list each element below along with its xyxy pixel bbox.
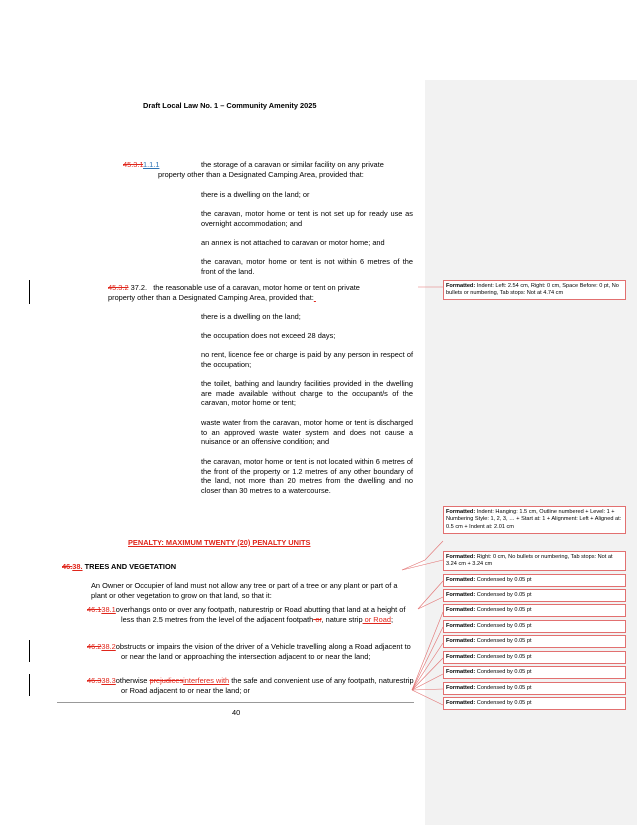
comment-text: Condensed by 0.05 pt (475, 591, 532, 598)
item-text: ; (390, 614, 393, 624)
format-comment-balloon[interactable]: Formatted: Condensed by 0.05 pt (443, 666, 626, 679)
section-46-heading: 46.38. TREES AND VEGETATION (62, 562, 176, 572)
comment-label: Formatted: (446, 576, 476, 583)
comment-label: Formatted: (446, 622, 476, 629)
item-text: the safe and convenient use of any footp… (121, 676, 414, 695)
format-comment-balloon[interactable]: Formatted: Right: 0 cm, No bullets or nu… (443, 551, 626, 572)
deleted-text: or (313, 614, 322, 624)
clause-45-3-2-line1: 45.3.2 37.2. the reasonable use of a car… (108, 283, 418, 293)
format-comment-balloon[interactable]: Formatted: Condensed by 0.05 pt (443, 635, 626, 648)
format-comment-balloon[interactable]: Formatted: Indent: Left: 2.54 cm, Right:… (443, 280, 626, 301)
section-title: TREES AND VEGETATION (82, 562, 177, 571)
change-bar (29, 280, 30, 304)
deleted-number: 46.2 (87, 642, 102, 651)
clause-45-3-1-line2: property other than a Designated Camping… (158, 170, 364, 179)
deleted-number: 46.3 (87, 676, 102, 685)
comment-text: Condensed by 0.05 pt (475, 606, 532, 613)
inserted-number: 38.1 (101, 605, 116, 614)
comment-text: Indent: Hanging: 1.5 cm, Outline numbere… (446, 508, 622, 530)
page-number: 40 (232, 708, 241, 717)
format-comment-balloon[interactable]: Formatted: Condensed by 0.05 pt (443, 574, 626, 587)
inserted-space (314, 293, 316, 302)
inserted-number: 38.3 (101, 676, 116, 685)
format-comment-balloon[interactable]: Formatted: Condensed by 0.05 pt (443, 651, 626, 664)
section-46-item-3: 46.338.3otherwise prejudicesinterferes w… (87, 676, 417, 695)
format-comment-balloon[interactable]: Formatted: Indent: Hanging: 1.5 cm, Outl… (443, 506, 626, 534)
comment-label: Formatted: (446, 606, 476, 613)
change-bar (29, 640, 30, 662)
section-46-intro: An Owner or Occupier of land must not al… (91, 581, 398, 600)
inserted-text: interferes with (183, 676, 230, 685)
condition-item: an annex is not attached to caravan or m… (201, 238, 385, 247)
condition-item: there is a dwelling on the land; (201, 312, 301, 321)
deleted-number: 45.3.1 (123, 160, 143, 169)
document-page (0, 0, 425, 825)
clause-45-3-2-line2: property other than a Designated Camping… (108, 293, 316, 303)
section-46-item-1: 46.138.1overhangs onto or over any footp… (87, 605, 417, 624)
inserted-text: or Road (362, 614, 391, 624)
comment-text: Condensed by 0.05 pt (475, 668, 532, 675)
item-text: , nature strip (321, 614, 363, 624)
comment-label: Formatted: (446, 282, 476, 289)
comment-text: Indent: Left: 2.54 cm, Right: 0 cm, Spac… (446, 282, 619, 297)
format-comment-balloon[interactable]: Formatted: Condensed by 0.05 pt (443, 589, 626, 602)
comment-label: Formatted: (446, 553, 476, 560)
comment-label: Formatted: (446, 653, 476, 660)
comment-label: Formatted: (446, 637, 476, 644)
comment-text: Right: 0 cm, No bullets or numbering, Ta… (446, 553, 613, 568)
comment-label: Formatted: (446, 684, 476, 691)
page-header-title: Draft Local Law No. 1 – Community Amenit… (143, 101, 317, 110)
footer-separator (57, 702, 414, 703)
deleted-text: prejudices (149, 676, 184, 685)
format-comment-balloon[interactable]: Formatted: Condensed by 0.05 pt (443, 604, 626, 617)
change-bar (29, 674, 30, 696)
section-46-item-2: 46.238.2obstructs or impairs the vision … (87, 642, 417, 661)
condition-item: there is a dwelling on the land; or (201, 190, 310, 199)
format-comment-balloon[interactable]: Formatted: Condensed by 0.05 pt (443, 682, 626, 695)
clause-text: property other than a Designated Camping… (108, 293, 314, 302)
inserted-number: 38.2 (101, 642, 116, 651)
comment-label: Formatted: (446, 699, 476, 706)
condition-item: the caravan, motor home or tent is not s… (201, 209, 413, 228)
condition-item: the toilet, bathing and laundry faciliti… (201, 379, 413, 407)
penalty-heading: PENALTY: MAXIMUM TWENTY (20) PENALTY UNI… (128, 538, 311, 547)
comment-label: Formatted: (446, 591, 476, 598)
comment-label: Formatted: (446, 668, 476, 675)
condition-item: the occupation does not exceed 28 days; (201, 331, 336, 340)
comment-margin-pane (425, 80, 637, 825)
clause-45-3-1-line1: the storage of a caravan or similar faci… (201, 160, 384, 169)
format-comment-balloon[interactable]: Formatted: Condensed by 0.05 pt (443, 697, 626, 710)
condition-item: waste water from the caravan, motor home… (201, 418, 413, 446)
inserted-number: 38. (72, 562, 83, 571)
condition-item: the caravan, motor home or tent is not w… (201, 257, 413, 276)
deleted-number: 45.3.2 (108, 283, 129, 292)
item-text: overhangs onto or over any footpath, nat… (115, 605, 406, 624)
new-number: 1.1.1 (143, 160, 160, 169)
comment-label: Formatted: (446, 508, 476, 515)
deleted-number: 46. (62, 562, 73, 571)
comment-text: Condensed by 0.05 pt (475, 653, 532, 660)
comment-text: Condensed by 0.05 pt (475, 637, 532, 644)
comment-text: Condensed by 0.05 pt (475, 576, 532, 583)
condition-item: the caravan, motor home or tent is not l… (201, 457, 413, 495)
comment-text: Condensed by 0.05 pt (475, 684, 532, 691)
clause-45-3-1-number: 45.3.11.1.1 (123, 160, 159, 170)
item-text: otherwise (115, 676, 150, 685)
item-text: obstructs or impairs the vision of the d… (115, 642, 411, 661)
clause-text: the reasonable use of a caravan, motor h… (153, 283, 360, 292)
comment-text: Condensed by 0.05 pt (475, 622, 532, 629)
deleted-number: 46.1 (87, 605, 102, 614)
new-number: 37.2. (128, 283, 148, 292)
comment-text: Condensed by 0.05 pt (475, 699, 532, 706)
format-comment-balloon[interactable]: Formatted: Condensed by 0.05 pt (443, 620, 626, 633)
condition-item: no rent, licence fee or charge is paid b… (201, 350, 413, 369)
